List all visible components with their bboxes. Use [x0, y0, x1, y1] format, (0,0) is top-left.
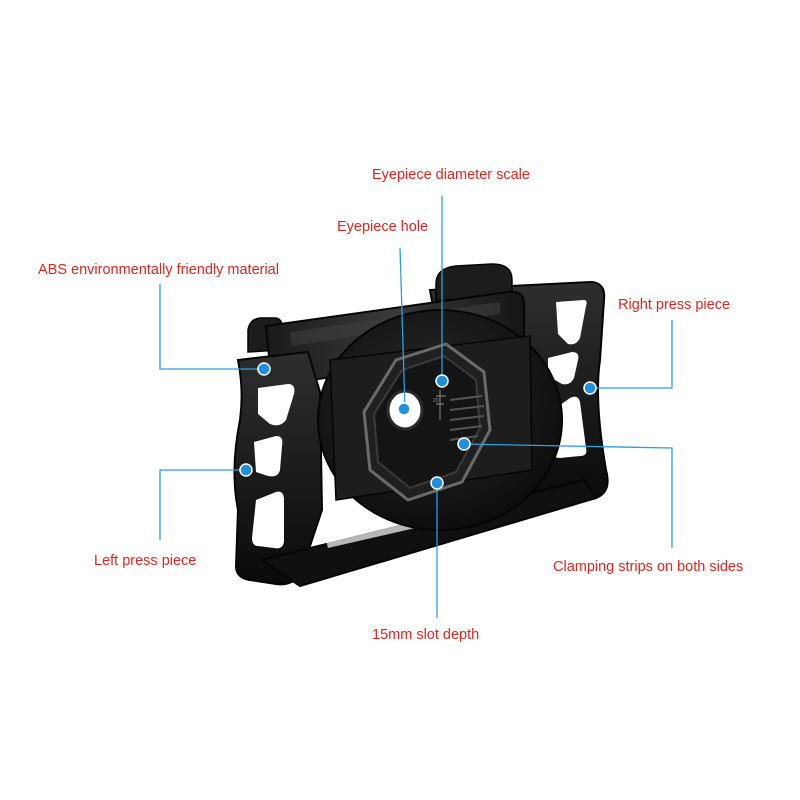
dot-right-press [583, 381, 597, 395]
right-frame-window [548, 352, 579, 385]
label-eyepiece-hole: Eyepiece hole [337, 219, 429, 235]
right-frame-window [556, 300, 587, 345]
front-frame-window [254, 436, 283, 477]
clamping-strips [449, 395, 485, 441]
marker-dots [239, 362, 597, 490]
dot-left-press [239, 463, 253, 477]
leader-lines [159, 196, 673, 618]
label-eyepiece-diameter-scale: Eyepiece diameter scale [372, 167, 530, 183]
dot-clamping-strips [457, 437, 471, 451]
top-knob [435, 263, 513, 301]
scale-text: 20 [433, 398, 439, 404]
front-frame-window [258, 384, 295, 426]
bottom-slot [320, 508, 382, 528]
dot-diameter-scale [435, 374, 449, 388]
dot-slot-depth [430, 476, 444, 490]
octagon-clamp-inner [372, 354, 482, 490]
label-right-press-piece: Right press piece [618, 297, 731, 313]
diameter-scale [436, 390, 446, 420]
label-abs-material: ABS environmentally friendly material [38, 262, 279, 278]
label-left-press-piece: Left press piece [94, 553, 197, 569]
dot-eyepiece-hole [397, 402, 411, 416]
dot-abs-material [257, 362, 271, 376]
front-frame-window [252, 491, 284, 549]
label-slot-depth: 15mm slot depth [372, 627, 480, 643]
label-clamping-strips: Clamping strips on both sides [553, 559, 744, 575]
